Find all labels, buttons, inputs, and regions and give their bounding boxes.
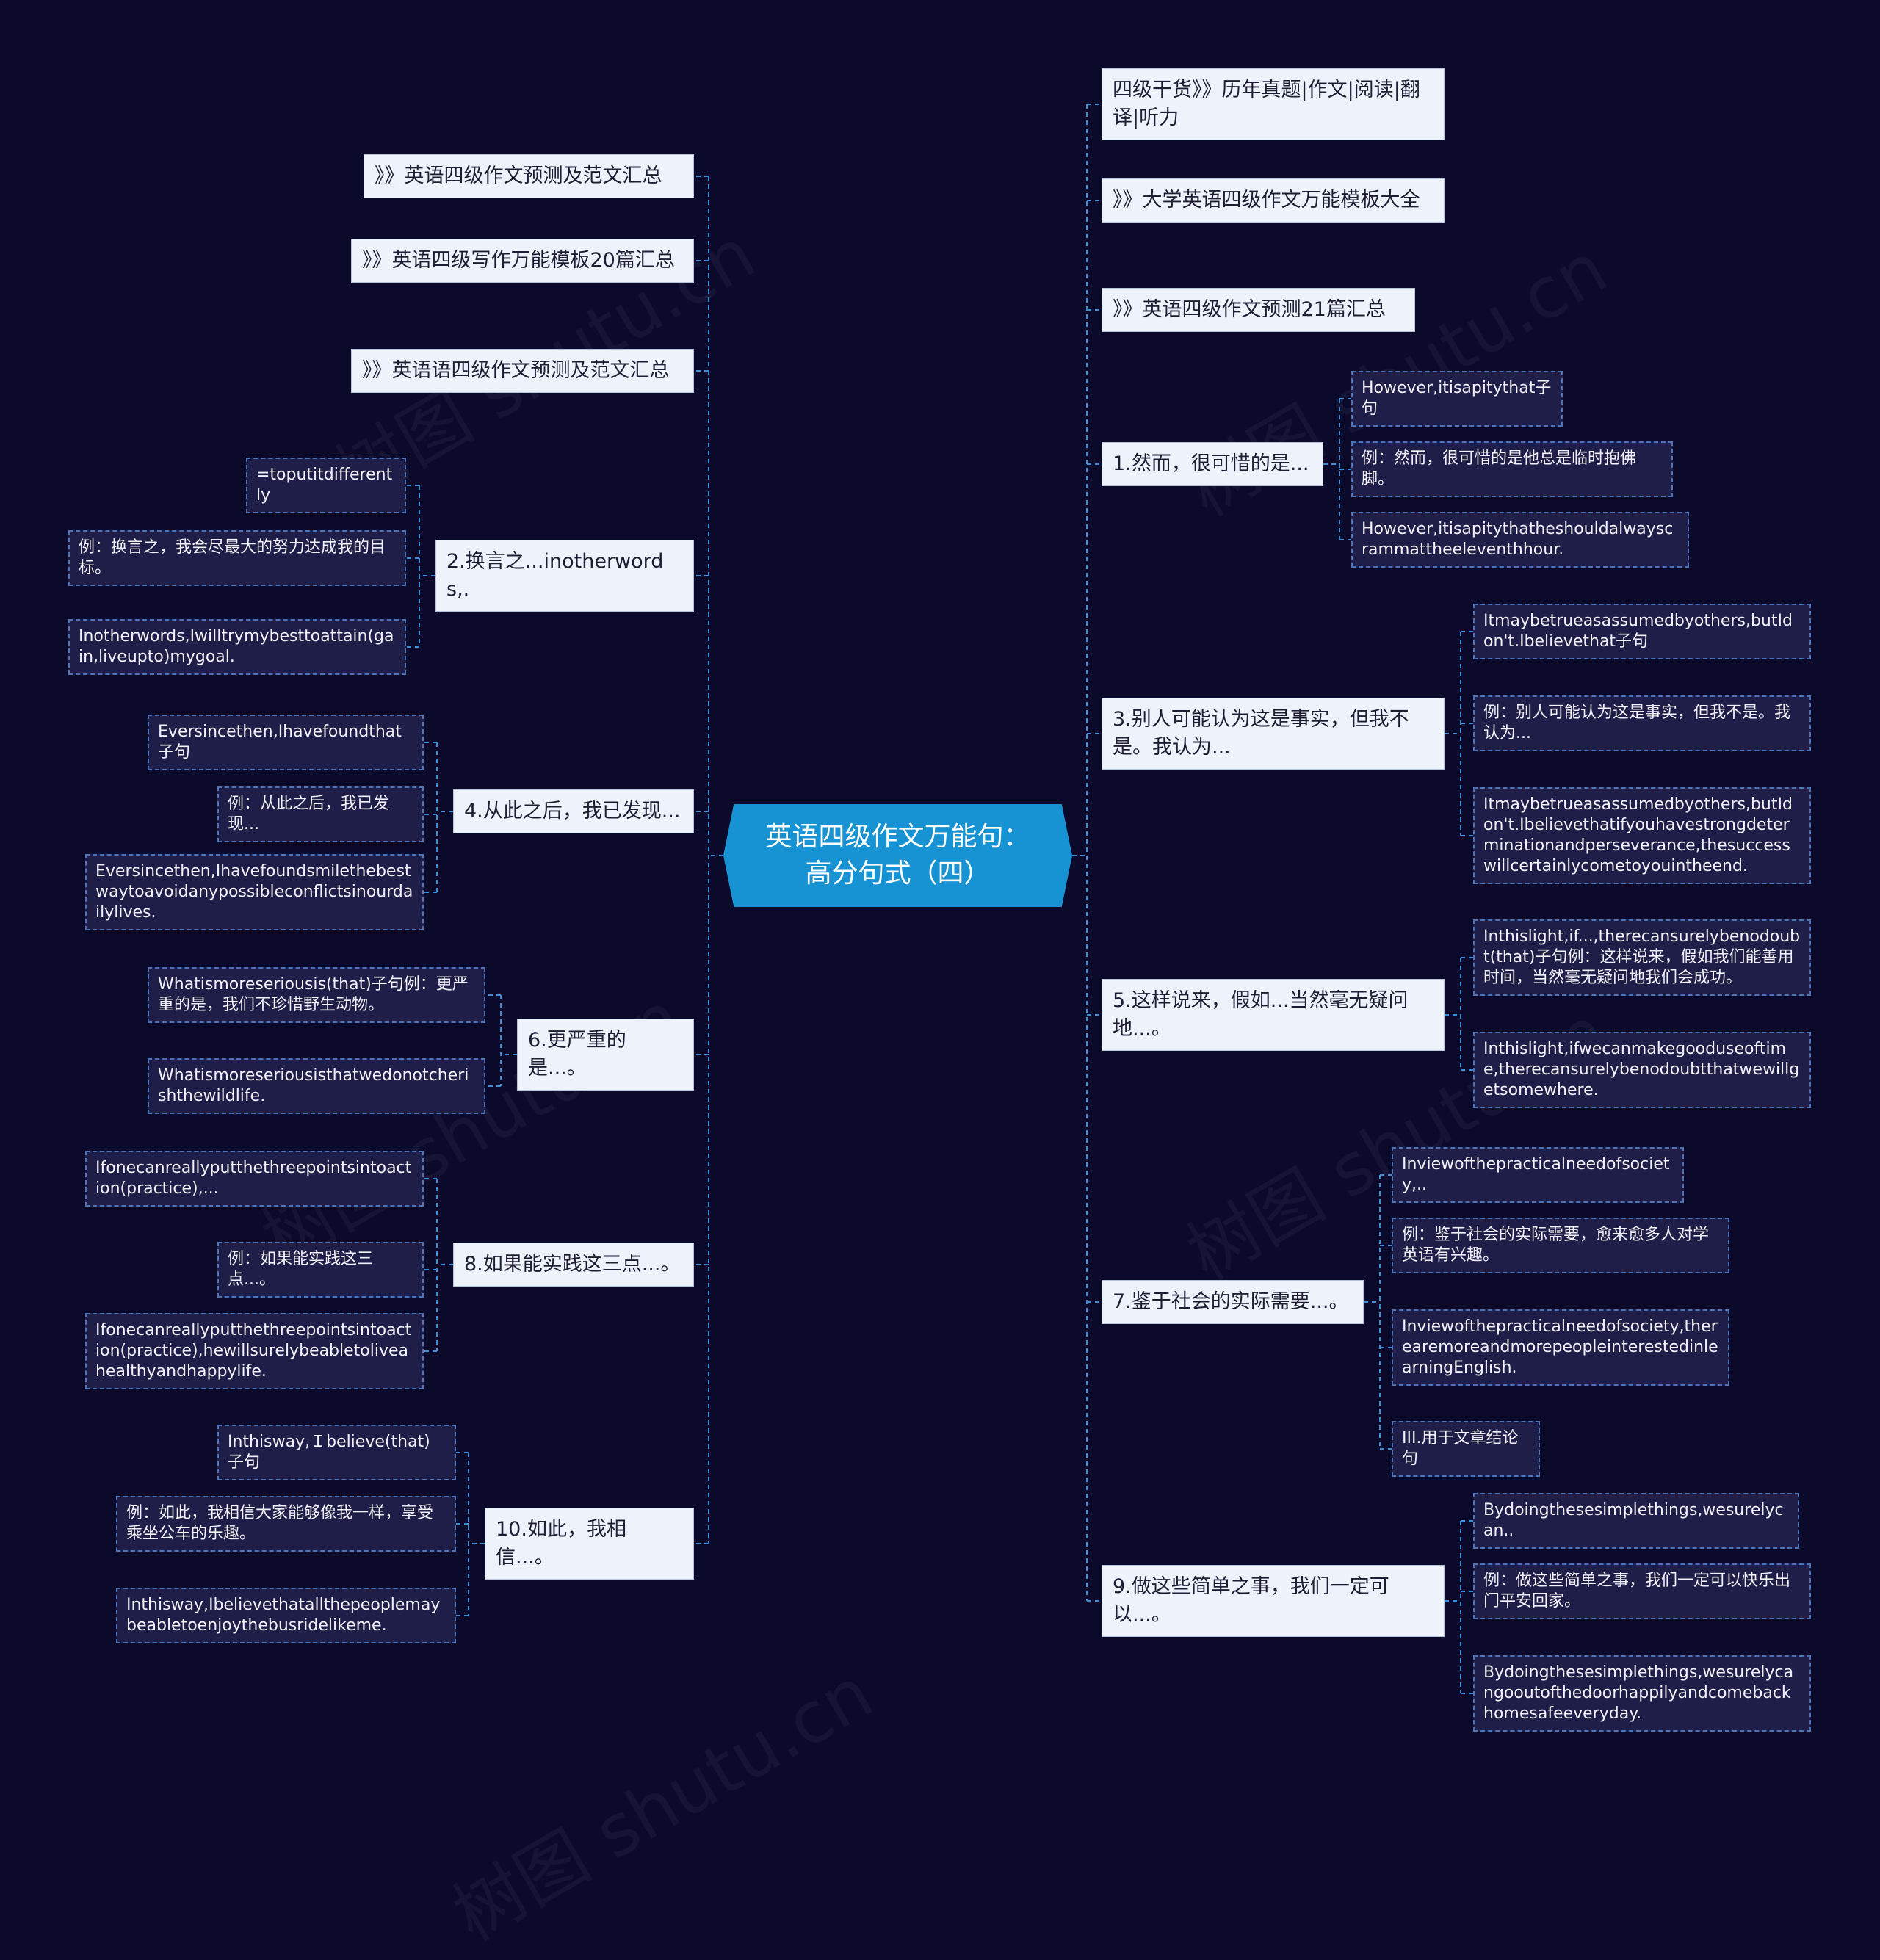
right-topic-3[interactable]: 》》英语四级作文预测21篇汇总 [1102, 288, 1415, 332]
left-topic-3[interactable]: 》》英语语四级作文预测及范文汇总 [351, 349, 694, 393]
mind-map-canvas: 树图 shutu.cn 树图 shutu.cn 树图 shutu.cn 树图 s… [68, 68, 1811, 1957]
right-subtopic[interactable]: Inthislight,if...,therecansurelybenodoub… [1473, 919, 1811, 996]
right-subtopic[interactable]: 例：鉴于社会的实际需要，愈来愈多人对学英语有兴趣。 [1392, 1218, 1729, 1273]
left-subtopic[interactable]: Eversincethen,Ihavefoundthat子句 [148, 715, 424, 770]
left-subtopic[interactable]: 例：从此之后，我已发现... [217, 786, 424, 842]
left-subtopic[interactable]: Ifonecanreallyputthethreepointsintoactio… [85, 1151, 424, 1207]
right-topic-6[interactable]: 5.这样说来，假如...当然毫无疑问地...。 [1102, 979, 1445, 1051]
left-topic-4[interactable]: 2.换言之...inotherwords,. [435, 540, 694, 612]
right-subtopic[interactable]: 例：做这些简单之事，我们一定可以快乐出门平安回家。 [1473, 1563, 1811, 1619]
right-subtopic[interactable]: 例：然而，很可惜的是他总是临时抱佛脚。 [1351, 441, 1673, 497]
right-subtopic[interactable]: Inviewofthepracticalneedofsociety,therea… [1392, 1309, 1729, 1386]
left-topic-1[interactable]: 》》英语四级作文预测及范文汇总 [364, 154, 694, 198]
left-subtopic[interactable]: Inthisway,Ibelievethatallthepeoplemaybea… [116, 1588, 456, 1643]
right-topic-2[interactable]: 》》大学英语四级作文万能模板大全 [1102, 178, 1445, 223]
left-subtopic[interactable]: Inotherwords,Iwilltrymybesttoattain(gain… [68, 619, 406, 675]
left-subtopic[interactable]: 例：如此，我相信大家能够像我一样，享受乘坐公车的乐趣。 [116, 1496, 456, 1552]
left-topic-5[interactable]: 4.从此之后，我已发现... [453, 789, 694, 833]
right-topic-7[interactable]: 7.鉴于社会的实际需要...。 [1102, 1280, 1364, 1324]
right-subtopic[interactable]: However,itisapitythatheshouldalwayscramm… [1351, 512, 1689, 568]
root-topic[interactable]: 英语四级作文万能句：高分句式（四） [723, 804, 1072, 907]
right-subtopic[interactable]: Inviewofthepracticalneedofsociety,.. [1392, 1147, 1684, 1203]
right-subtopic[interactable]: 例：别人可能认为这是事实，但我不是。我认为... [1473, 695, 1811, 751]
left-subtopic[interactable]: 例：如果能实践这三点...。 [217, 1242, 424, 1298]
left-subtopic[interactable]: Eversincethen,Ihavefoundsmilethebestwayt… [85, 854, 424, 930]
left-subtopic[interactable]: Whatismoreseriousis(that)子句例：更严重的是，我们不珍惜… [148, 967, 485, 1023]
right-subtopic[interactable]: Bydoingthesesimplethings,wesurelycan.. [1473, 1493, 1799, 1549]
left-topic-6[interactable]: 6.更严重的是...。 [517, 1019, 694, 1091]
right-subtopic[interactable]: Bydoingthesesimplethings,wesurelycangoou… [1473, 1655, 1811, 1732]
left-subtopic[interactable]: Ifonecanreallyputthethreepointsintoactio… [85, 1313, 424, 1389]
right-subtopic[interactable]: Inthislight,ifwecanmakegooduseoftime,the… [1473, 1032, 1811, 1108]
left-subtopic[interactable]: 例：换言之，我会尽最大的努力达成我的目标。 [68, 530, 406, 586]
left-topic-2[interactable]: 》》英语四级写作万能模板20篇汇总 [351, 239, 694, 283]
connector-lines [406, 104, 1473, 1694]
right-topic-4[interactable]: 1.然而，很可惜的是... [1102, 442, 1323, 486]
left-subtopic[interactable]: =toputitdifferently [246, 458, 406, 513]
left-subtopic[interactable]: Inthisway,Ｉbelieve(that)子句 [217, 1425, 456, 1480]
right-subtopic[interactable]: III.用于文章结论句 [1392, 1421, 1540, 1477]
left-topic-8[interactable]: 10.如此，我相信...。 [485, 1508, 694, 1580]
left-topic-7[interactable]: 8.如果能实践这三点...。 [453, 1243, 694, 1287]
right-topic-5[interactable]: 3.别人可能认为这是事实，但我不是。我认为... [1102, 698, 1445, 770]
left-subtopic[interactable]: Whatismoreseriousisthatwedonotcherishthe… [148, 1058, 485, 1114]
right-topic-1[interactable]: 四级干货》》历年真题|作文|阅读|翻译|听力 [1102, 68, 1445, 140]
right-topic-8[interactable]: 9.做这些简单之事，我们一定可以...。 [1102, 1565, 1445, 1637]
right-subtopic[interactable]: Itmaybetrueasassumedbyothers,butIdon't.I… [1473, 604, 1811, 659]
right-subtopic[interactable]: Itmaybetrueasassumedbyothers,butIdon't.I… [1473, 787, 1811, 884]
right-subtopic[interactable]: However,itisapitythat子句 [1351, 371, 1563, 427]
